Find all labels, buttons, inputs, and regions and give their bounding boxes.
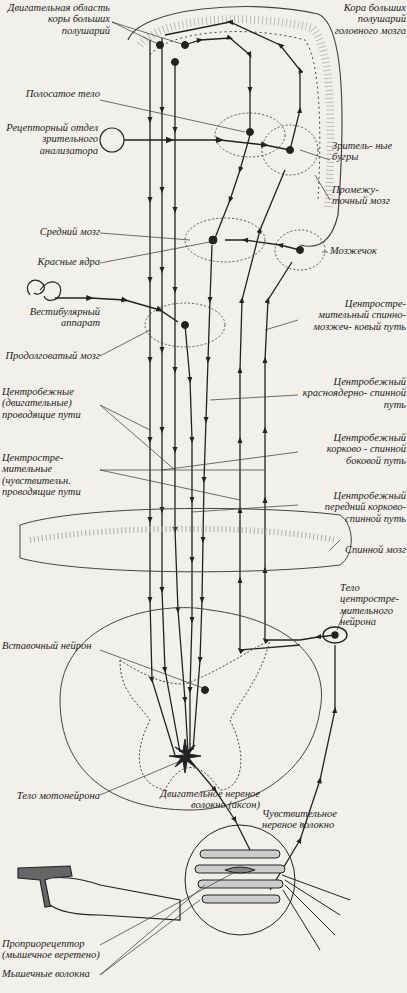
section-outline xyxy=(60,608,322,810)
tract xyxy=(175,60,188,752)
leader-line xyxy=(162,452,298,470)
leader-line xyxy=(100,242,210,263)
leader-line xyxy=(192,505,298,512)
spinal-cord xyxy=(20,508,351,571)
part-label: Мышечные волокна xyxy=(2,968,112,979)
tract xyxy=(193,245,212,750)
cortex-outer xyxy=(128,6,342,246)
leader-line xyxy=(100,330,150,356)
descending-tracts xyxy=(150,38,250,755)
part-label: Кора больших полушарий головного мозга xyxy=(318,2,406,36)
muscle-fiber xyxy=(202,895,280,903)
leader-line xyxy=(300,150,330,160)
sensory-fiber xyxy=(300,635,335,640)
leader-line xyxy=(100,650,203,688)
part-label: Двигательное нервное волокно (аксон) xyxy=(150,788,260,811)
leader-line xyxy=(315,175,330,200)
part-label: Тело мотонейрона xyxy=(2,790,100,801)
leader-line xyxy=(112,22,185,45)
cord-section xyxy=(60,608,322,810)
leader-line xyxy=(210,395,298,400)
leader-line xyxy=(322,252,328,253)
part-label: Тело центростре- мительного нейрона xyxy=(340,582,406,627)
cord-outline xyxy=(20,508,351,571)
part-label: Вестибулярный аппарат xyxy=(2,306,100,329)
cord-texture xyxy=(30,529,335,540)
leader-line xyxy=(100,100,245,132)
leader-line xyxy=(100,872,235,945)
neuron xyxy=(297,247,304,254)
leader-line xyxy=(265,320,298,330)
part-label: Вставочный нейрон xyxy=(2,640,100,651)
part-label: Двигательная область коры больших полуша… xyxy=(2,2,110,36)
brain-nuclei xyxy=(145,113,325,347)
ascending-tracts xyxy=(165,22,300,650)
tract xyxy=(162,38,180,752)
part-label: Рецепторный отдел зрительного анализатор… xyxy=(2,122,98,156)
leader-line xyxy=(100,470,265,500)
leader-line xyxy=(100,233,190,240)
part-label: Центробежные (двигательные) проводящие п… xyxy=(2,386,100,420)
cerebellum xyxy=(275,230,325,270)
neuron xyxy=(247,129,254,136)
neurons xyxy=(157,42,304,774)
muscle-outline xyxy=(185,825,295,935)
leader-line xyxy=(330,540,340,550)
thalamus xyxy=(262,125,318,175)
cortex xyxy=(128,6,342,246)
part-label: Промежу- точный мозг xyxy=(332,184,406,207)
part-label: Красные ядра xyxy=(20,256,100,267)
leader-lines xyxy=(100,22,345,975)
tract xyxy=(265,262,300,640)
tract xyxy=(225,240,300,250)
hand-revolver xyxy=(18,866,180,920)
optic-tract xyxy=(124,140,290,150)
part-label: Проприорецептор (мышечное веретено) xyxy=(2,938,112,961)
neuron xyxy=(287,147,294,154)
neuron xyxy=(182,322,189,329)
eye xyxy=(100,128,124,152)
part-label: Чувствительное нервное волокно xyxy=(262,808,362,831)
tract xyxy=(215,135,250,238)
part-label: Центробежный корково - спинной боковой п… xyxy=(300,432,406,466)
tract xyxy=(185,325,192,750)
part-label: Мозжечок xyxy=(330,245,406,256)
leader-line xyxy=(100,405,175,470)
part-label: Полосатое тело xyxy=(20,88,100,99)
neuron xyxy=(172,59,179,66)
muscle-fiber xyxy=(198,880,283,888)
muscle-fiber xyxy=(195,865,285,873)
part-label: Зритель- ные бугры xyxy=(332,140,406,163)
part-label: Средний мозг xyxy=(20,226,100,237)
part-label: Центростре- мительные (чувствительн. про… xyxy=(2,452,100,497)
gray-matter xyxy=(120,640,270,790)
leader-line xyxy=(100,885,205,975)
hand xyxy=(45,878,180,920)
part-label: Центростре- мительный спинно-мозжеч- ков… xyxy=(300,298,406,332)
part-label: Продолговатый мозг xyxy=(2,350,100,361)
muscle-fiber xyxy=(200,850,280,858)
tract xyxy=(240,170,300,650)
nerves xyxy=(190,627,347,890)
tract xyxy=(185,38,250,130)
muscle xyxy=(185,825,350,950)
neuron xyxy=(209,236,217,244)
part-label: Центробежный красноядерно- спинной путь xyxy=(300,376,406,410)
tract xyxy=(165,22,300,150)
part-label: Спинной мозг xyxy=(332,544,406,555)
part-label: Центробежный передний корково-спинной пу… xyxy=(300,490,406,524)
cortex-texture xyxy=(140,19,331,210)
spindle xyxy=(225,867,255,873)
tendon-fibers xyxy=(282,875,350,950)
